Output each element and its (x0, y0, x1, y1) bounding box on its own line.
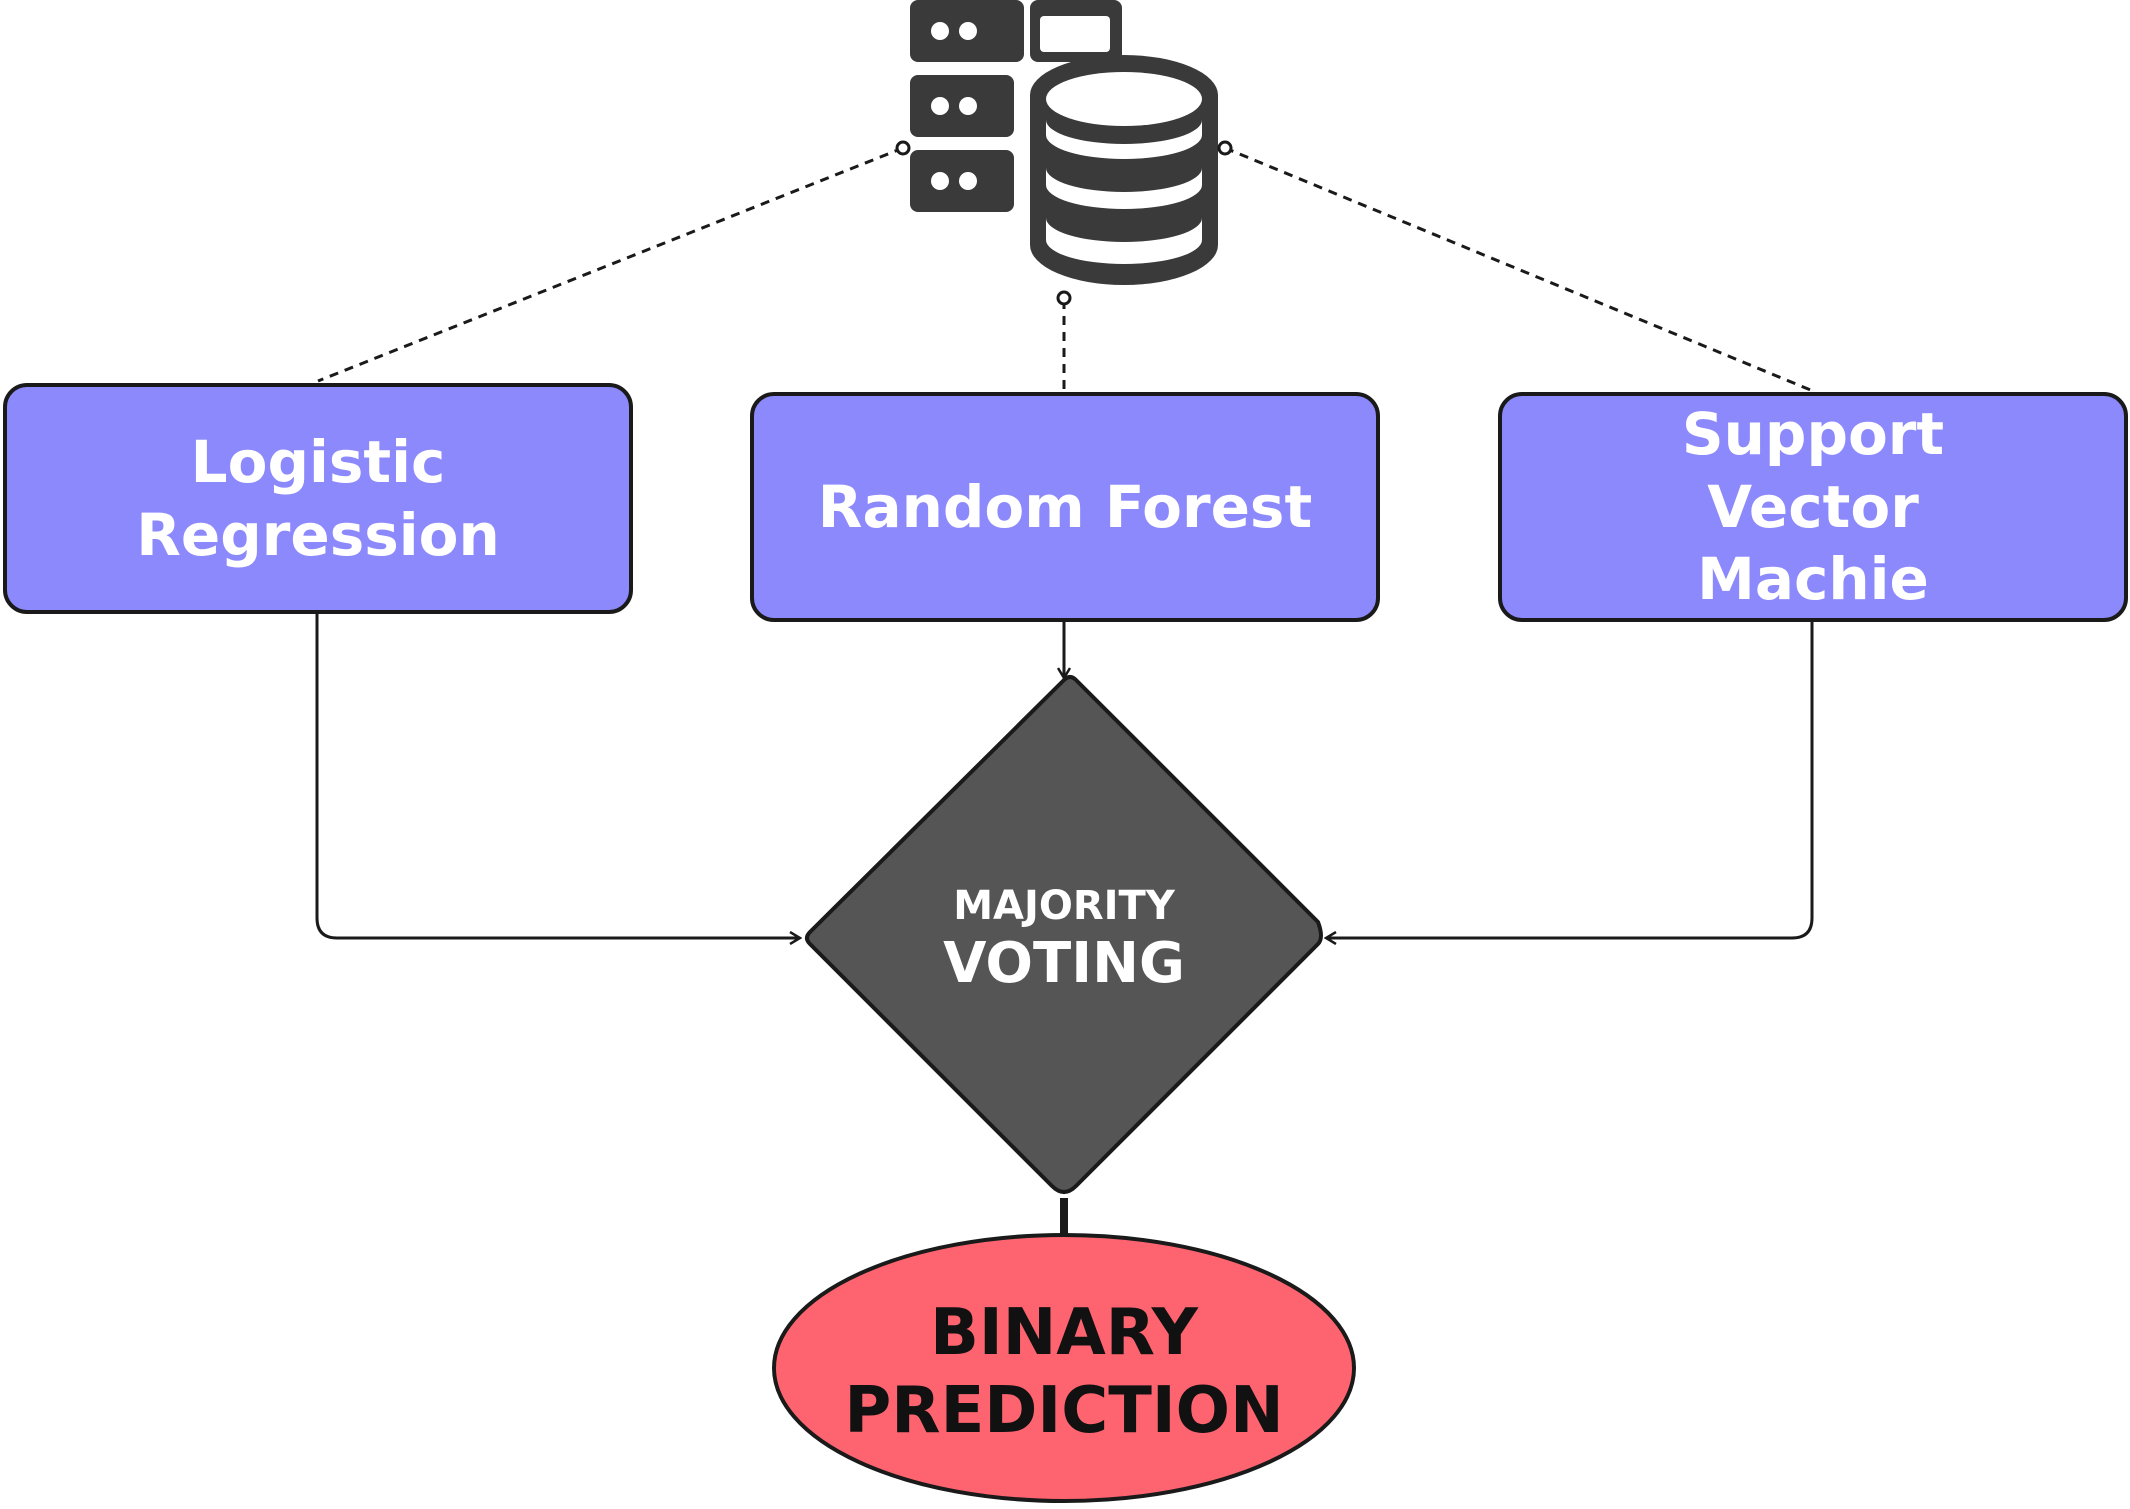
link-data-logistic (317, 146, 904, 383)
link-endpoints (895, 140, 1233, 306)
output-line1: BINARY (930, 1296, 1198, 1370)
model-label: Random Forest (817, 472, 1313, 541)
model-support-vector-machie: Support Vector Machie (1498, 392, 2128, 622)
model-random-forest: Random Forest (750, 392, 1380, 622)
arrow-svm-to-voting (1326, 622, 1814, 938)
binary-prediction-ellipse (772, 1233, 1356, 1503)
model-label: Logistic Regression (136, 428, 500, 569)
voting-line2: VOTING (943, 931, 1185, 996)
output-label: BINARY PREDICTION (814, 1294, 1314, 1450)
model-logistic-regression: Logistic Regression (3, 383, 633, 614)
voting-label: MAJORITY VOTING (864, 880, 1264, 996)
data-links (317, 146, 1814, 393)
output-line2: PREDICTION (844, 1374, 1284, 1448)
model-arrows (315, 614, 1814, 938)
server-database-icon (910, 0, 1218, 285)
link-data-svm (1224, 146, 1814, 393)
arrow-logistic-to-voting (315, 614, 800, 938)
voting-line1: MAJORITY (953, 883, 1175, 929)
model-label: Support Vector Machie (1681, 400, 1945, 614)
majority-voting-diamond (805, 675, 1323, 1194)
